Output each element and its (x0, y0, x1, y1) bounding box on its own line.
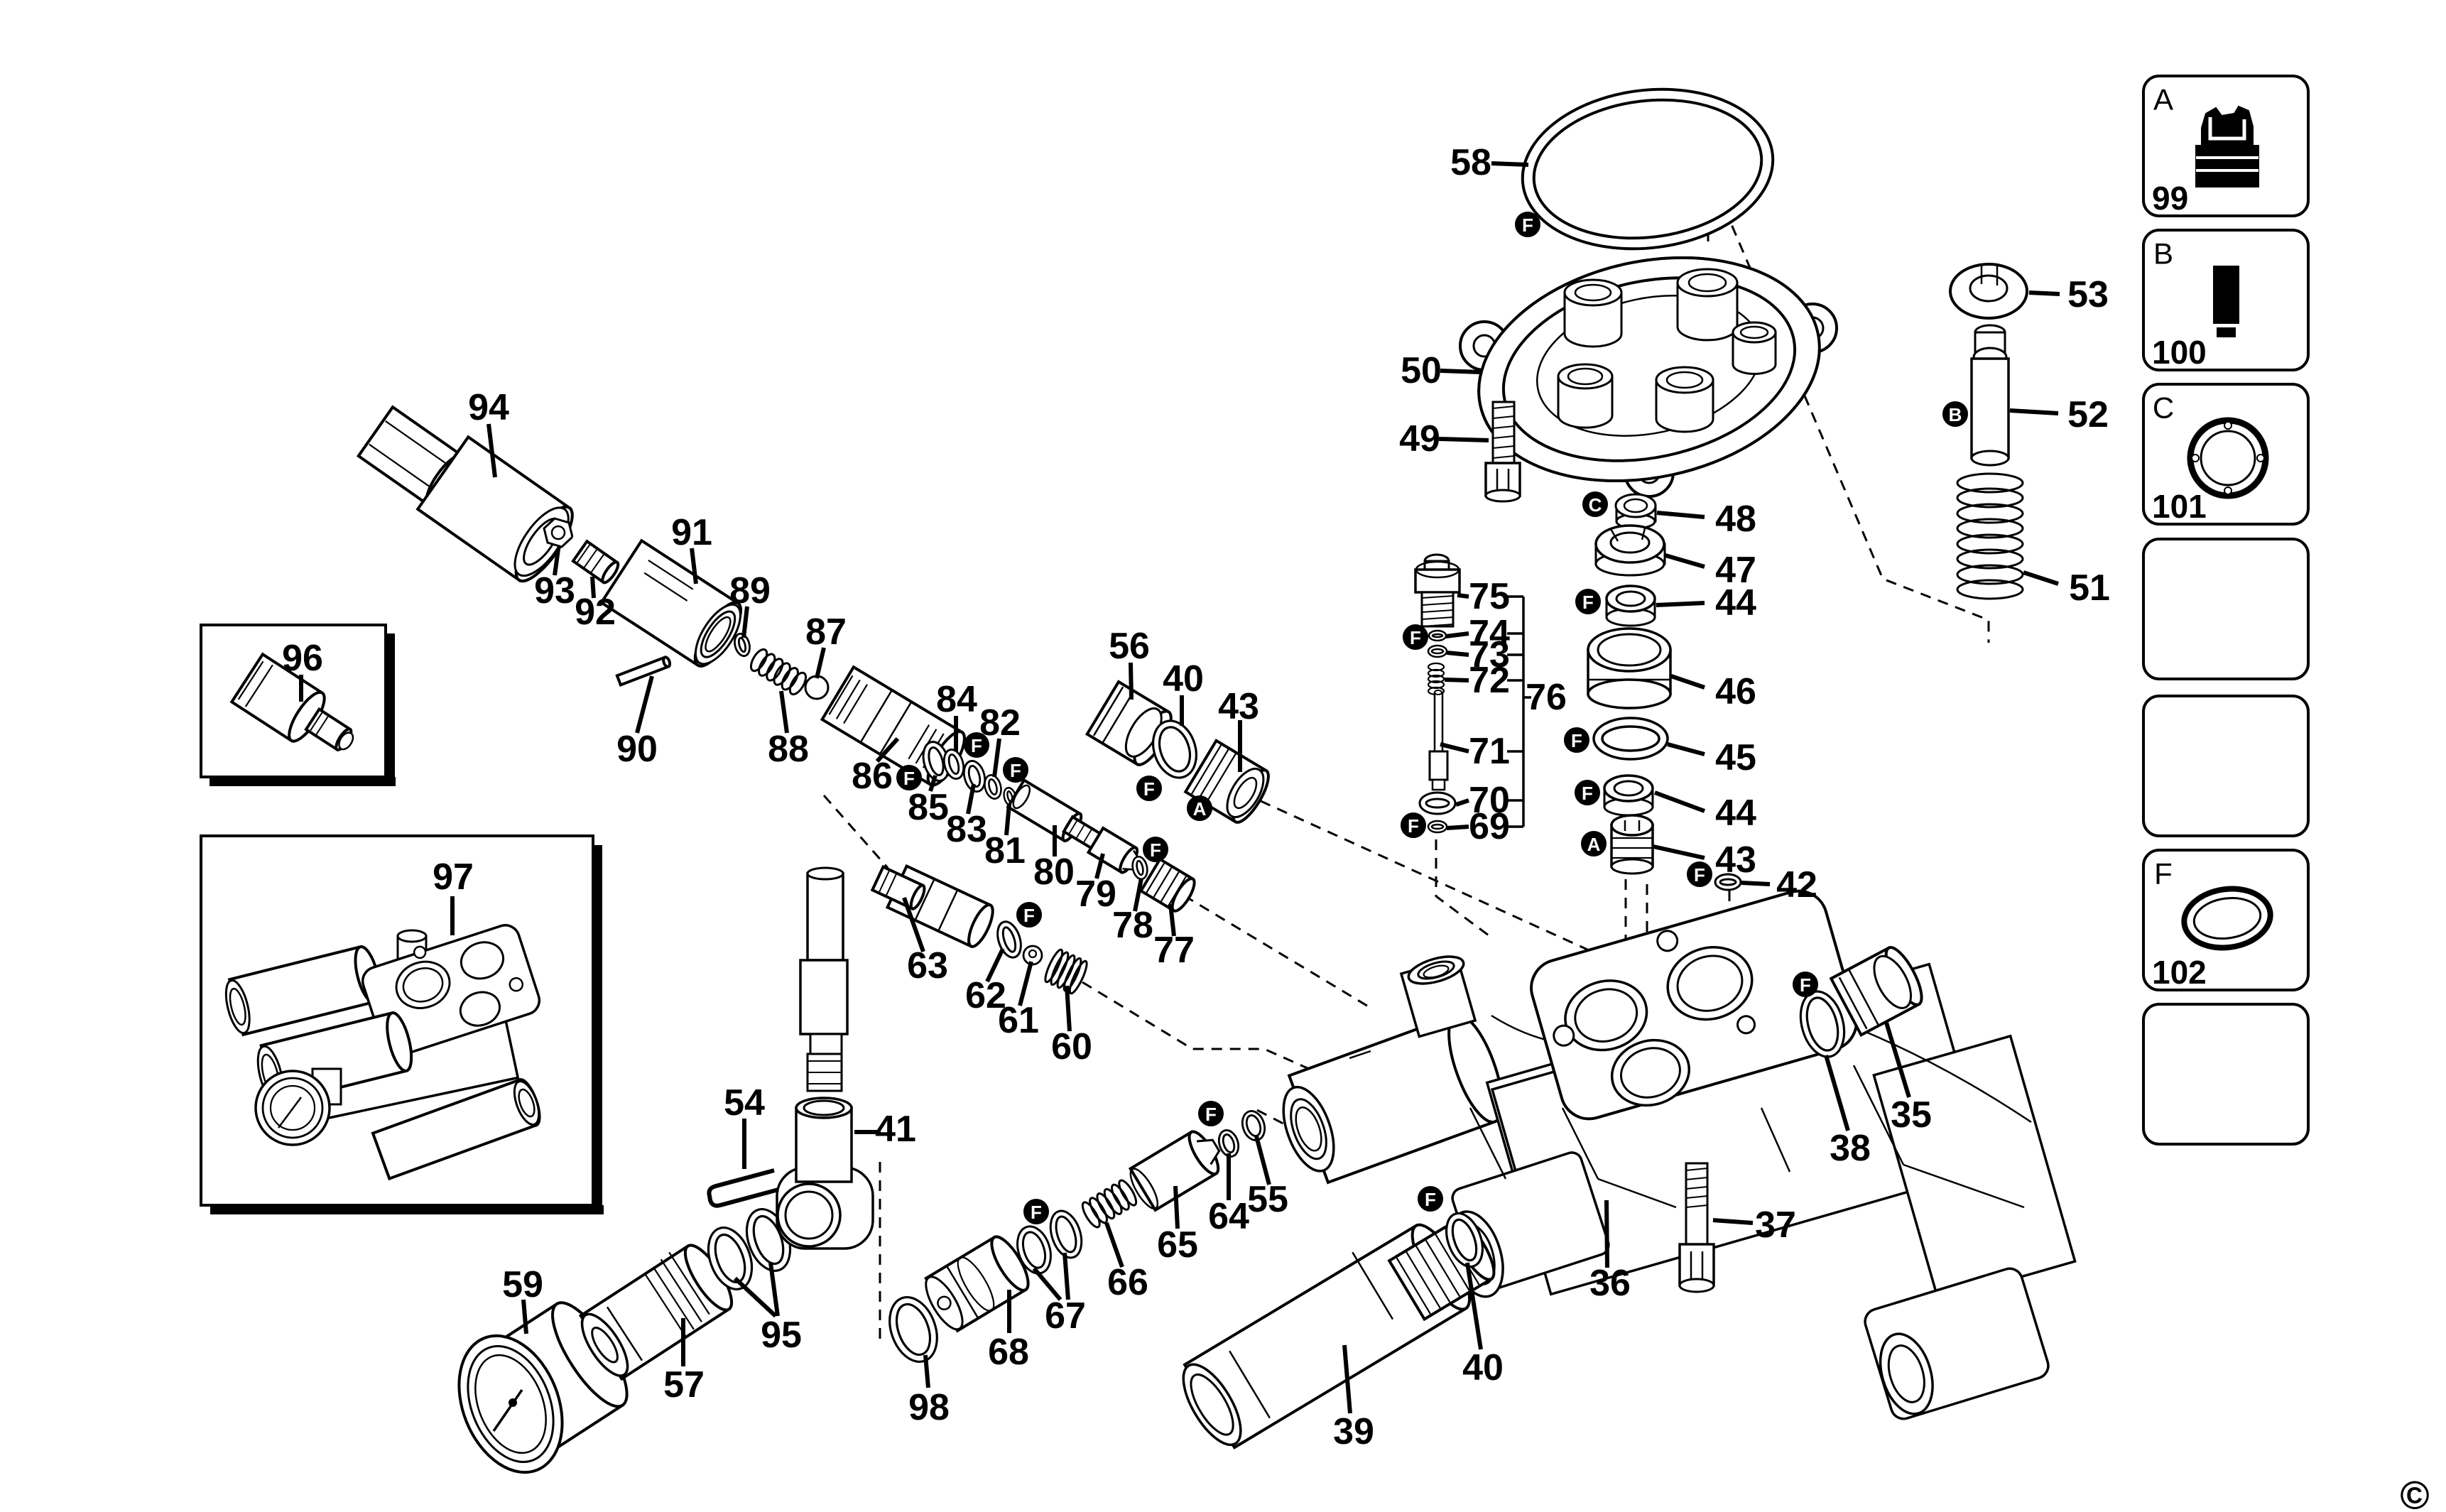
svg-text:B: B (2153, 237, 2173, 271)
svg-text:72: 72 (1469, 660, 1510, 701)
svg-text:99: 99 (2152, 180, 2188, 217)
svg-text:F: F (1410, 627, 1421, 648)
svg-text:©: © (2400, 1473, 2429, 1512)
svg-text:102: 102 (2152, 954, 2207, 991)
svg-text:52: 52 (2067, 394, 2109, 435)
svg-text:93: 93 (534, 570, 575, 611)
svg-text:78: 78 (1112, 905, 1153, 946)
svg-text:44: 44 (1715, 582, 1756, 624)
svg-text:F: F (2154, 857, 2173, 891)
svg-text:55: 55 (1247, 1179, 1288, 1220)
svg-text:67: 67 (1045, 1295, 1086, 1337)
svg-text:45: 45 (1715, 737, 1756, 778)
svg-text:F: F (1582, 592, 1594, 613)
svg-text:41: 41 (875, 1109, 916, 1150)
svg-text:39: 39 (1333, 1411, 1374, 1452)
svg-text:A: A (1193, 798, 1207, 820)
svg-text:62: 62 (965, 975, 1006, 1016)
svg-text:85: 85 (908, 787, 949, 828)
svg-text:82: 82 (979, 702, 1021, 744)
svg-text:43: 43 (1715, 839, 1756, 881)
svg-text:71: 71 (1469, 731, 1510, 772)
svg-text:75: 75 (1469, 576, 1510, 617)
svg-text:F: F (1010, 760, 1021, 781)
svg-text:58: 58 (1450, 142, 1491, 183)
svg-text:80: 80 (1033, 852, 1075, 893)
svg-text:37: 37 (1755, 1204, 1796, 1246)
svg-text:63: 63 (907, 945, 948, 986)
svg-text:89: 89 (729, 570, 771, 611)
svg-text:F: F (971, 735, 982, 756)
svg-text:88: 88 (768, 729, 809, 770)
svg-text:A: A (1587, 834, 1601, 855)
svg-text:44: 44 (1715, 793, 1756, 834)
svg-text:56: 56 (1109, 626, 1150, 667)
svg-text:F: F (1031, 1202, 1042, 1223)
svg-text:79: 79 (1075, 874, 1116, 915)
svg-text:40: 40 (1163, 658, 1204, 700)
svg-text:F: F (903, 768, 915, 789)
svg-text:94: 94 (468, 387, 509, 428)
svg-text:C: C (1589, 494, 1602, 516)
svg-text:65: 65 (1157, 1224, 1198, 1266)
svg-text:76: 76 (1526, 677, 1567, 718)
svg-text:86: 86 (852, 756, 893, 797)
svg-text:60: 60 (1051, 1026, 1092, 1067)
svg-text:F: F (1150, 839, 1161, 861)
svg-text:46: 46 (1715, 671, 1756, 712)
svg-text:51: 51 (2069, 567, 2110, 609)
svg-text:69: 69 (1469, 806, 1510, 847)
svg-text:98: 98 (908, 1387, 950, 1428)
svg-text:90: 90 (616, 729, 658, 770)
svg-text:F: F (1694, 864, 1705, 886)
svg-text:59: 59 (502, 1264, 543, 1305)
svg-text:47: 47 (1715, 550, 1756, 591)
svg-text:C: C (2153, 391, 2174, 425)
svg-text:B: B (1949, 404, 1962, 425)
svg-text:87: 87 (805, 611, 847, 653)
svg-text:43: 43 (1218, 686, 1259, 727)
svg-text:68: 68 (988, 1332, 1029, 1373)
svg-text:83: 83 (946, 809, 987, 850)
svg-text:F: F (1582, 783, 1593, 804)
svg-text:F: F (1143, 778, 1155, 800)
svg-text:38: 38 (1830, 1128, 1871, 1169)
svg-text:53: 53 (2067, 274, 2109, 315)
svg-text:95: 95 (761, 1315, 802, 1356)
svg-text:61: 61 (998, 1000, 1039, 1041)
svg-text:70: 70 (1469, 780, 1510, 821)
svg-text:73: 73 (1469, 634, 1510, 675)
svg-text:84: 84 (936, 679, 977, 720)
svg-text:F: F (1425, 1189, 1436, 1210)
svg-text:96: 96 (282, 638, 323, 679)
svg-text:42: 42 (1776, 864, 1817, 905)
svg-text:F: F (1023, 905, 1035, 926)
svg-text:100: 100 (2152, 334, 2207, 371)
svg-text:35: 35 (1891, 1094, 1932, 1136)
svg-text:101: 101 (2152, 488, 2207, 525)
svg-text:57: 57 (663, 1364, 705, 1405)
svg-text:77: 77 (1153, 930, 1195, 971)
svg-text:66: 66 (1107, 1262, 1148, 1303)
svg-text:40: 40 (1462, 1347, 1504, 1388)
svg-text:48: 48 (1715, 499, 1756, 540)
svg-text:49: 49 (1399, 418, 1440, 459)
svg-text:64: 64 (1208, 1196, 1249, 1237)
svg-text:36: 36 (1589, 1263, 1631, 1304)
svg-text:F: F (1800, 974, 1811, 996)
svg-text:F: F (1522, 214, 1533, 236)
svg-text:81: 81 (984, 830, 1026, 871)
svg-text:74: 74 (1469, 613, 1510, 654)
svg-text:A: A (2153, 83, 2173, 116)
svg-text:50: 50 (1401, 350, 1442, 391)
svg-text:F: F (1571, 730, 1582, 751)
svg-text:54: 54 (724, 1082, 765, 1124)
svg-text:97: 97 (433, 856, 474, 898)
svg-text:F: F (1205, 1104, 1217, 1125)
svg-text:F: F (1408, 815, 1419, 837)
svg-text:91: 91 (671, 512, 712, 553)
svg-text:92: 92 (575, 592, 616, 633)
